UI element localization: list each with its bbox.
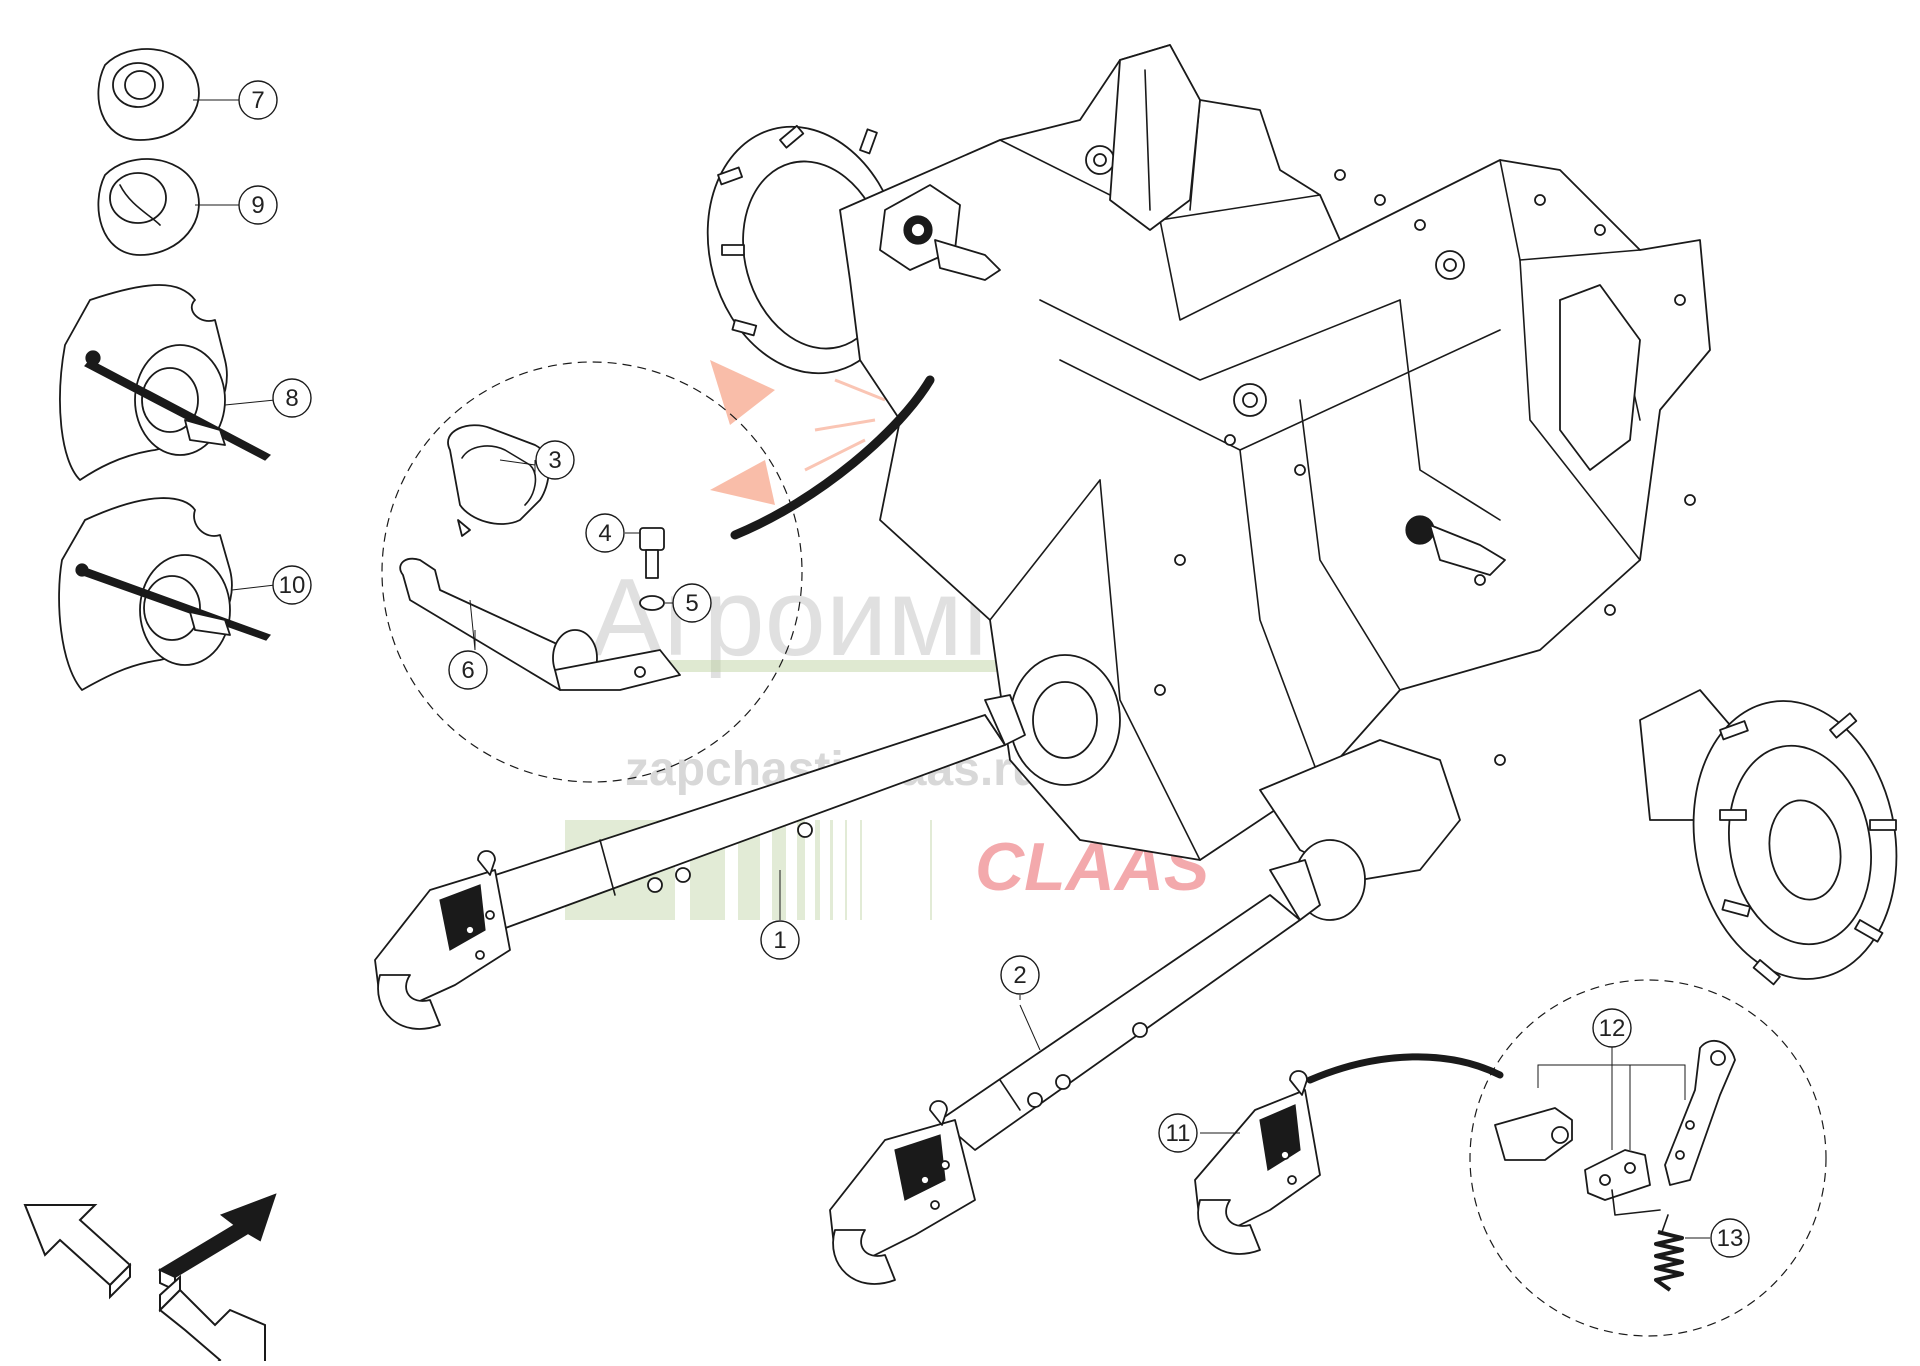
callout-circle [238, 80, 278, 120]
callout-6[interactable]: 6 [448, 650, 488, 690]
callout-label: 2 [1013, 962, 1026, 989]
arrow-forward-icon[interactable] [157, 1193, 277, 1292]
part-12-plate [1584, 1149, 1661, 1216]
callout-circle [585, 513, 625, 553]
part-3-cap [447, 424, 550, 537]
transmission-housing [706, 44, 1711, 921]
callout-label: 6 [461, 657, 474, 684]
part-4-bolt [639, 527, 665, 579]
callout-circle [448, 650, 488, 690]
callout-8[interactable]: 8 [272, 378, 312, 418]
callout-label: 9 [251, 192, 264, 219]
callout-label: 1 [773, 927, 786, 954]
callout-circle [1158, 1113, 1198, 1153]
callout-circle [238, 185, 278, 225]
arrow-down-right-icon[interactable] [158, 1274, 266, 1366]
rear-sensor [1405, 515, 1506, 576]
upper-sensor [879, 184, 1001, 281]
callout-13[interactable]: 13 [1710, 1218, 1750, 1258]
detail-circle-left [381, 361, 803, 783]
detail-right-cable [1306, 1053, 1504, 1084]
callout-circle [760, 920, 800, 960]
callout-label: 5 [685, 590, 698, 617]
detail-leader-cable [730, 375, 935, 540]
callout-circle [272, 565, 312, 605]
part-12-latch-block [1494, 1107, 1573, 1161]
callout-circle [535, 440, 575, 480]
detail-circle-right [1306, 979, 1827, 1337]
callout-circle [1000, 955, 1040, 995]
callout-5[interactable]: 5 [672, 583, 712, 623]
callout-11[interactable]: 11 [1158, 1113, 1198, 1153]
callout-label: 4 [598, 520, 611, 547]
part-6-pin [399, 557, 681, 691]
callout-2[interactable]: 2 [1000, 955, 1040, 995]
part-7-bushing [97, 48, 200, 141]
callout-4[interactable]: 4 [585, 513, 625, 553]
part-5-washer [639, 595, 665, 611]
callout-label: 3 [548, 447, 561, 474]
callout-3[interactable]: 3 [535, 440, 575, 480]
arrow-back-icon[interactable] [23, 1204, 132, 1300]
callout-1[interactable]: 1 [760, 920, 800, 960]
callout-circle [1592, 1008, 1632, 1048]
callout-circle [672, 583, 712, 623]
callout-label: 10 [279, 572, 306, 599]
part-10-sensor-assembly [58, 497, 271, 691]
callout-label: 13 [1717, 1225, 1744, 1252]
lower-link-1-hook [374, 850, 511, 1030]
lower-link-2 [829, 859, 1321, 1285]
callout-circle [272, 378, 312, 418]
part-12-lever [1664, 1039, 1736, 1186]
callout-label: 12 [1599, 1015, 1626, 1042]
callout-circle [1710, 1218, 1750, 1258]
callout-9[interactable]: 9 [238, 185, 278, 225]
callout-7[interactable]: 7 [238, 80, 278, 120]
part-11-hook [1194, 1070, 1321, 1255]
right-hub-flange [1639, 689, 1898, 986]
lower-link-1 [374, 694, 1026, 1030]
part-13-spring [1654, 1214, 1684, 1292]
callout-12[interactable]: 12 [1592, 1008, 1632, 1048]
part-8-sensor-assembly [59, 284, 271, 481]
housing-bolt-holes [1085, 145, 1696, 766]
callout-10[interactable]: 10 [272, 565, 312, 605]
part-9-bushing [97, 158, 200, 256]
callout-label: 8 [285, 385, 298, 412]
callout-label: 11 [1166, 1120, 1191, 1147]
callout-label: 7 [251, 87, 264, 114]
lower-link-2-hook [829, 1100, 976, 1285]
